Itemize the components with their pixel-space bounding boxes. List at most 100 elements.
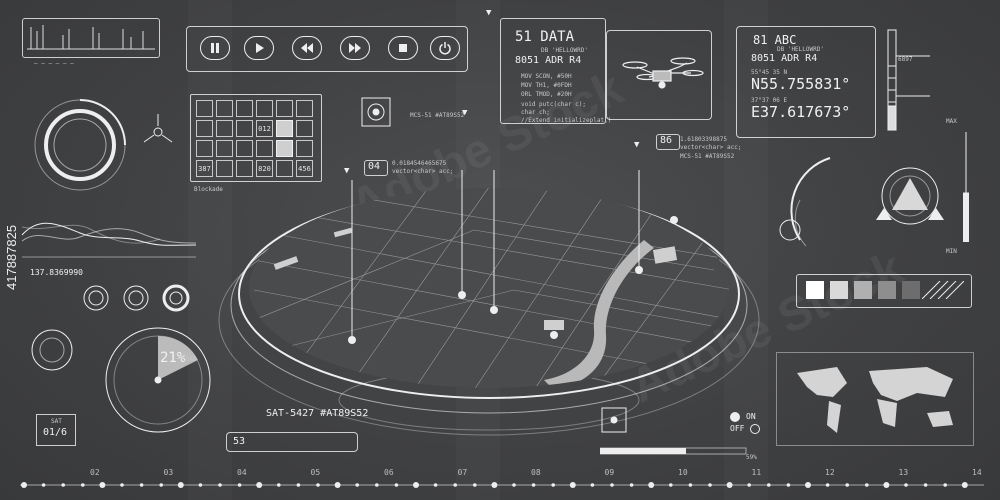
grid-cell[interactable] <box>196 100 213 117</box>
timeline-dot <box>805 482 811 488</box>
timeline-dot <box>375 483 379 487</box>
latitude-readout: N55.755831° <box>751 75 851 93</box>
timeline-dot <box>413 482 419 488</box>
grid-cell[interactable] <box>276 100 293 117</box>
coordinates-panel: 81 ABC DB 'HELLOWRD' 8051 ADR R4 55°45 3… <box>736 26 876 138</box>
grid-cell[interactable]: 820 <box>256 160 273 177</box>
timeline-dot <box>786 483 791 487</box>
grid-cell[interactable] <box>236 140 253 157</box>
grid-cell[interactable]: 012 <box>256 120 273 137</box>
color-swatch[interactable] <box>878 281 896 299</box>
grid-cell[interactable] <box>256 140 273 157</box>
timeline-dot <box>688 483 693 487</box>
timeline-dot <box>491 482 498 488</box>
ring-gauge <box>34 99 126 191</box>
grid-cell[interactable] <box>216 100 233 117</box>
grid-cell[interactable] <box>296 140 313 157</box>
play-button[interactable] <box>244 36 274 60</box>
timeline-dot <box>590 483 595 487</box>
color-swatch[interactable] <box>902 281 920 299</box>
grid-cell[interactable] <box>196 140 213 157</box>
timeline-track <box>20 482 984 488</box>
equalizer-panel <box>22 18 160 58</box>
power-button[interactable] <box>430 36 460 60</box>
timeline-dot <box>316 483 320 487</box>
timeline-dot <box>512 483 516 487</box>
timeline-dot <box>177 482 184 488</box>
timeline-dot <box>277 483 281 487</box>
timeline-dot <box>81 483 85 487</box>
timeline-dot <box>139 483 144 487</box>
timeline-tick-label: 03 <box>163 468 174 477</box>
data-panel: 51 DATA DB 'HELLOWRD' 8051 ADR R4 MOV SC… <box>500 18 611 124</box>
target-reticle-icon <box>361 97 391 127</box>
fast-forward-button[interactable] <box>340 36 370 60</box>
timeline-dot <box>237 483 242 487</box>
callout-04-num: 04 <box>368 161 381 172</box>
world-map-panel <box>776 352 974 446</box>
timeline-dot <box>473 483 477 487</box>
timeline-tick-label: 04 <box>237 468 247 477</box>
grid-cell[interactable] <box>276 140 293 157</box>
timeline-dot <box>943 483 947 487</box>
timeline-dot <box>334 482 341 488</box>
timeline-dot <box>669 483 673 487</box>
grid-cell[interactable]: 456 <box>296 160 313 177</box>
off-toggle[interactable] <box>750 424 760 434</box>
sat-label: SAT <box>51 418 62 425</box>
grid-cell[interactable] <box>276 120 293 137</box>
grid-cell[interactable]: 387 <box>196 160 213 177</box>
lon-small: 37°37 06 E <box>751 97 788 104</box>
rewind-button[interactable] <box>292 36 322 60</box>
mcs-callout: MCS-51 #AT89S52 <box>410 112 465 119</box>
slider-min-label: MIN <box>946 248 957 255</box>
grid-cell[interactable] <box>256 100 273 117</box>
hatch-pattern <box>922 281 964 299</box>
timeline-dot <box>569 482 576 488</box>
grid-cell[interactable] <box>236 120 253 137</box>
grid-cell[interactable] <box>216 120 233 137</box>
grid-cell[interactable] <box>296 100 313 117</box>
small-ring-gauge <box>31 329 73 371</box>
stock-id: 417887825 <box>4 224 19 290</box>
timeline-tick-label: 08 <box>531 468 541 477</box>
coords-line1: DB 'HELLOWRD' <box>777 46 824 53</box>
marker-triangle-icon: ▼ <box>486 8 492 18</box>
timeline-tick-label: 12 <box>825 468 835 477</box>
stop-button[interactable] <box>388 36 418 60</box>
level-slider[interactable] <box>954 128 978 246</box>
grid-cell[interactable] <box>216 140 233 157</box>
sat-box: SAT 01/6 <box>36 414 76 446</box>
grid-cell[interactable] <box>296 120 313 137</box>
percent-sub: LOAD <box>182 356 197 363</box>
pause-button[interactable] <box>200 36 230 60</box>
off-label: OFF <box>730 424 745 433</box>
grid-cell[interactable] <box>236 100 253 117</box>
timeline-dot <box>41 483 46 487</box>
grid-label: Blockade <box>194 186 223 193</box>
power-icon <box>439 42 451 55</box>
world-map <box>797 367 953 433</box>
slider-max-label: MAX <box>946 118 957 125</box>
timeline-dot <box>767 483 771 487</box>
color-swatch[interactable] <box>854 281 872 299</box>
timeline-dot <box>648 482 655 488</box>
color-swatch[interactable] <box>830 281 848 299</box>
grid-cell[interactable] <box>276 160 293 177</box>
left-readout: 137.8369990 <box>30 268 83 277</box>
coords-title: 81 ABC <box>753 33 797 47</box>
color-swatch[interactable] <box>806 281 824 299</box>
data-panel-line1: DB 'HELLOWRD' <box>541 47 588 54</box>
grid-cell[interactable] <box>196 120 213 137</box>
on-toggle[interactable] <box>730 412 740 422</box>
grid-cell[interactable] <box>236 160 253 177</box>
media-controls-panel <box>186 26 468 72</box>
waveform-graph <box>21 222 197 258</box>
timeline-dot <box>610 483 614 487</box>
timeline-dot <box>120 483 124 487</box>
grid-cell[interactable] <box>216 160 233 177</box>
swatch-panel <box>796 274 972 308</box>
signal-bars <box>887 29 930 131</box>
timeline-dot <box>433 483 438 487</box>
